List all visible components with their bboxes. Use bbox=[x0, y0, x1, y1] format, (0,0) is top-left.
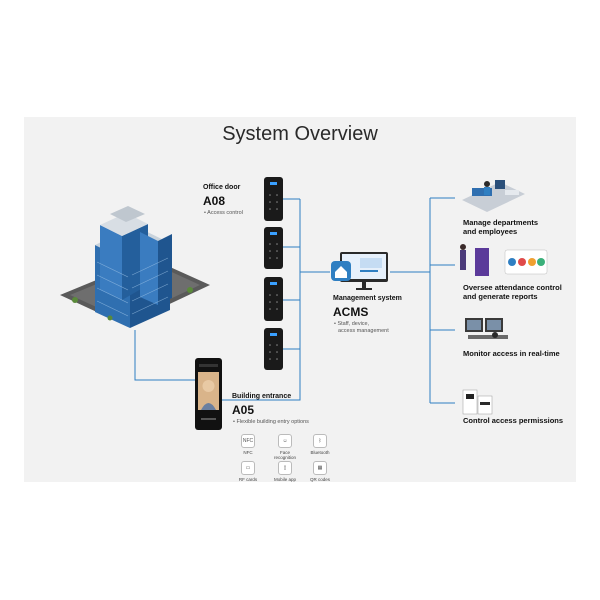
option-rf-cards: ▭ RF cards bbox=[236, 461, 260, 482]
option-bluetooth: ᛒ Bluetooth bbox=[308, 434, 332, 455]
attendance-illustration bbox=[460, 244, 547, 276]
connector-lines bbox=[135, 198, 455, 403]
face-icon: ☺ bbox=[278, 434, 292, 448]
office-door-desc: • Access control bbox=[204, 210, 243, 217]
management-desc-2: access management bbox=[338, 328, 389, 335]
function-permissions: Control access permissions bbox=[463, 416, 563, 425]
office-door-label: Office door bbox=[203, 184, 240, 191]
line-building-to-entrance bbox=[135, 330, 195, 380]
office-building-illustration bbox=[60, 206, 210, 328]
management-label: Management system bbox=[333, 295, 402, 302]
management-model: ACMS bbox=[333, 305, 368, 319]
acms-monitor bbox=[331, 252, 388, 290]
phone-icon: ▯ bbox=[278, 461, 292, 475]
monitor-illustration bbox=[465, 318, 508, 339]
option-face-recognition: ☺ Face recognition bbox=[273, 434, 297, 460]
office-door-model: A08 bbox=[203, 194, 225, 208]
qr-icon: ▦ bbox=[313, 461, 327, 475]
management-desc-1: • Staff, device, bbox=[334, 321, 369, 328]
function-monitor: Monitor access in real-time bbox=[463, 349, 560, 358]
card-icon: ▭ bbox=[241, 461, 255, 475]
entrance-desc: • Flexible building entry options bbox=[233, 419, 309, 426]
option-nfc: NFC NFC bbox=[236, 434, 260, 455]
a08-reader-4 bbox=[264, 328, 283, 370]
departments-illustration bbox=[462, 180, 525, 212]
option-mobile-app: ▯ Mobile app bbox=[273, 461, 297, 482]
option-qr-codes: ▦ QR codes bbox=[308, 461, 332, 482]
entrance-label: Building entrance bbox=[232, 393, 291, 400]
a05-terminal bbox=[195, 358, 222, 430]
a08-reader-3 bbox=[264, 277, 283, 321]
a08-reader-2 bbox=[264, 227, 283, 269]
bluetooth-icon: ᛒ bbox=[313, 434, 327, 448]
entrance-model: A05 bbox=[232, 403, 254, 417]
a08-reader-1 bbox=[264, 177, 283, 221]
permissions-illustration bbox=[463, 390, 492, 414]
nfc-icon: NFC bbox=[241, 434, 255, 448]
